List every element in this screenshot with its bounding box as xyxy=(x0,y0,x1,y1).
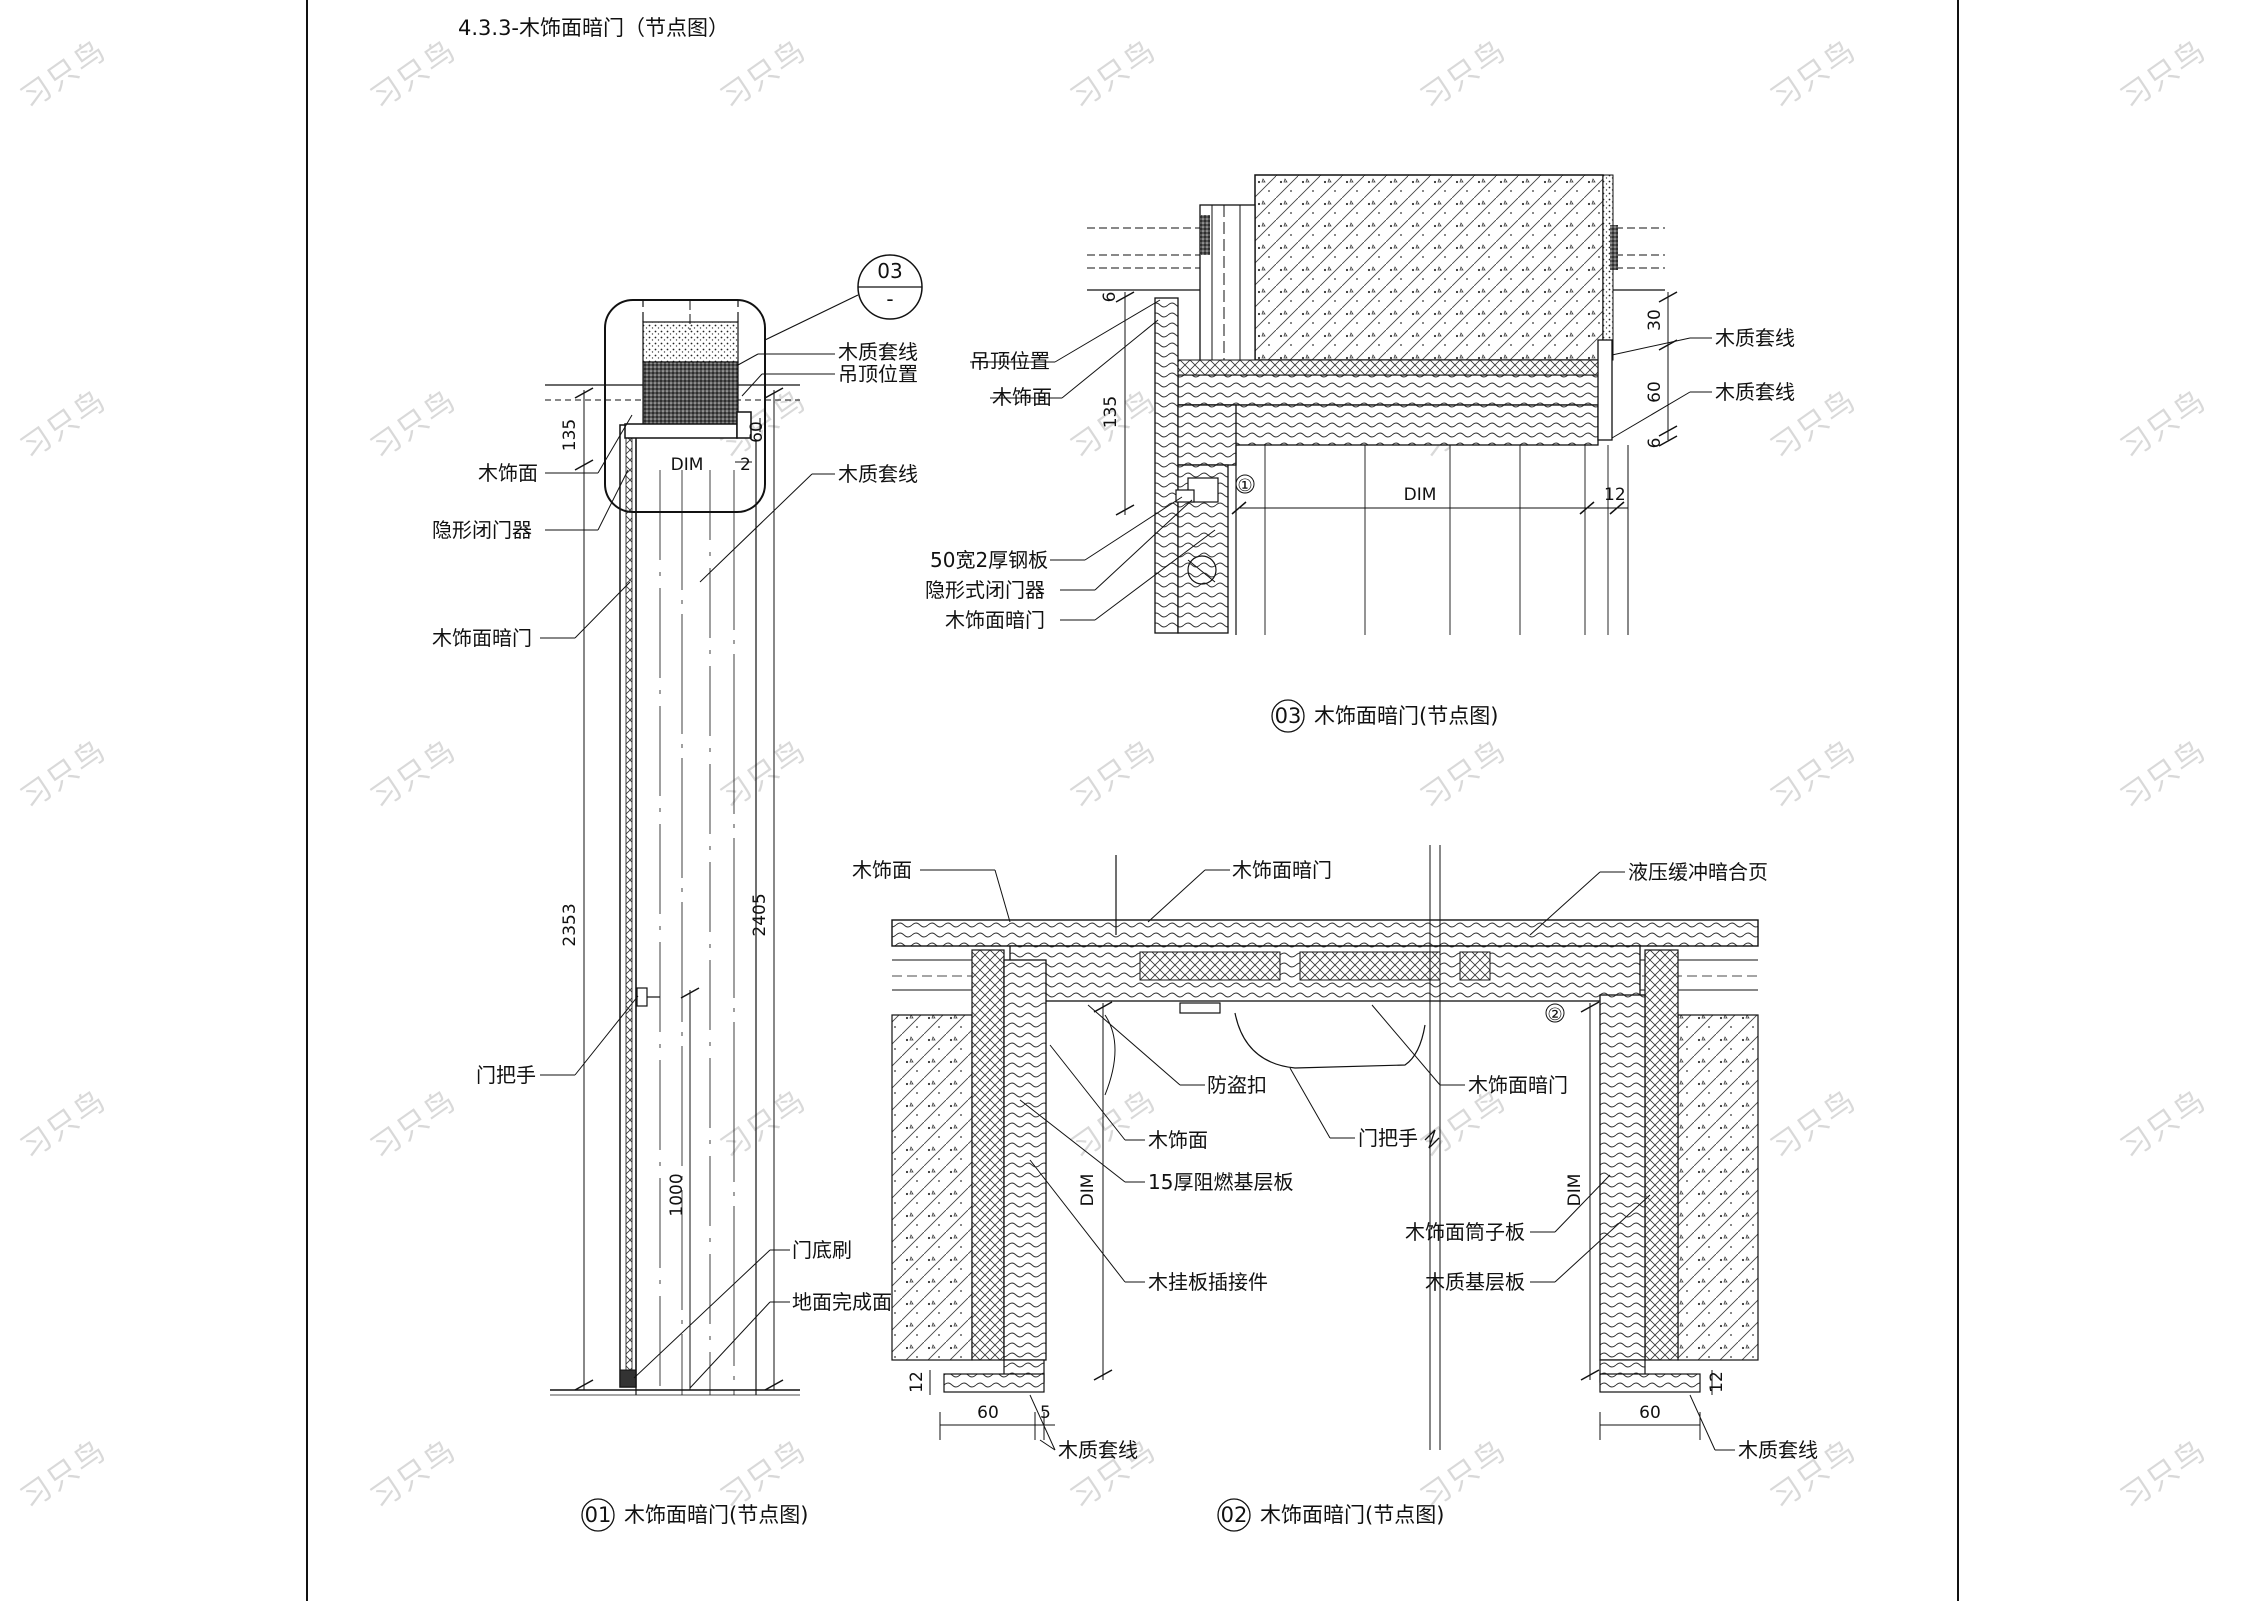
watermark: 习只鸟 xyxy=(2115,383,2214,467)
watermark: 习只鸟 xyxy=(15,33,114,117)
d02-dim-12-left: 12 xyxy=(907,1371,927,1393)
watermark: 习只鸟 xyxy=(715,33,814,117)
page-title: 4.3.3-木饰面暗门（节点图） xyxy=(458,16,730,40)
d02-label-tube-board: 木饰面筒子板 xyxy=(1405,1220,1525,1244)
d03-dim-30: 30 xyxy=(1645,309,1665,331)
d03-dim-6-top: 6 xyxy=(1100,292,1120,303)
detail-03-head-section: ① 吊顶位置 木饰面 50宽2厚钢板 隐形式闭门器 木饰面暗门 木质套线 木质套… xyxy=(925,174,1795,733)
d02-dim-60-left: 60 xyxy=(977,1403,999,1423)
d03-label-trim1: 木质套线 xyxy=(1715,326,1795,350)
d01-dim-2: 2 xyxy=(740,455,751,475)
watermark: 习只鸟 xyxy=(715,733,814,817)
d01-dim-60: 60 xyxy=(747,421,767,443)
d03-caption-text: 木饰面暗门(节点图) xyxy=(1314,704,1498,728)
d02-label-connector: 木挂板插接件 xyxy=(1148,1270,1268,1294)
d02-label-board15: 15厚阻燃基层板 xyxy=(1148,1170,1293,1194)
d01-dim-2405: 2405 xyxy=(750,893,770,936)
d01-dim-DIM: DIM xyxy=(671,455,704,475)
d03-dim-60: 60 xyxy=(1645,381,1665,403)
d01-callout-sub: - xyxy=(886,287,893,311)
d03-caption-number: 03 xyxy=(1275,704,1302,728)
d01-caption-number: 01 xyxy=(585,1503,612,1527)
d03-label-veneer: 木饰面 xyxy=(992,385,1052,409)
left-frame-line xyxy=(306,0,308,1601)
watermark: 习只鸟 xyxy=(365,733,464,817)
d03-label-door: 木饰面暗门 xyxy=(945,608,1045,632)
d03-marker-1: ① xyxy=(1237,476,1252,496)
detail-02-plan-section: ② xyxy=(852,845,1818,1532)
d02-label-door-top: 木饰面暗门 xyxy=(1232,858,1332,882)
d03-label-closer: 隐形式闭门器 xyxy=(925,578,1045,602)
d01-dim-2353: 2353 xyxy=(560,903,580,946)
d02-dim-60-right: 60 xyxy=(1639,1403,1661,1423)
d02-label-handle: 门把手 xyxy=(1358,1126,1418,1150)
watermark: 习只鸟 xyxy=(15,383,114,467)
watermark: 习只鸟 xyxy=(1765,33,1864,117)
watermark: 习只鸟 xyxy=(365,1433,464,1517)
watermark: 习只鸟 xyxy=(15,1083,114,1167)
watermark: 习只鸟 xyxy=(1065,1083,1164,1167)
d01-label-handle: 门把手 xyxy=(476,1063,536,1087)
d01-label-trim-mid: 木质套线 xyxy=(838,462,918,486)
d01-label-floor: 地面完成面 xyxy=(792,1290,892,1314)
d02-label-trim-right: 木质套线 xyxy=(1738,1438,1818,1462)
d03-dim-DIM: DIM xyxy=(1404,485,1437,505)
watermark: 习只鸟 xyxy=(2115,1433,2214,1517)
d03-label-steel: 50宽2厚钢板 xyxy=(930,548,1048,572)
d02-label-antitheft: 防盗扣 xyxy=(1207,1073,1267,1097)
watermark: 习只鸟 xyxy=(1765,733,1864,817)
watermark: 习只鸟 xyxy=(1765,1083,1864,1167)
d01-label-sweep: 门底刷 xyxy=(792,1238,852,1262)
d01-label-veneer: 木饰面 xyxy=(478,461,538,485)
d02-dim-5: 5 xyxy=(1040,1403,1051,1423)
watermark: 习只鸟 xyxy=(365,1083,464,1167)
d01-label-ceiling: 吊顶位置 xyxy=(838,362,918,386)
d02-marker-2: ② xyxy=(1547,1005,1562,1025)
d02-dim-DIM-left: DIM xyxy=(1078,1174,1098,1207)
d01-dim-135: 135 xyxy=(560,419,580,451)
watermark: 习只鸟 xyxy=(365,33,464,117)
d01-label-trim-top: 木质套线 xyxy=(838,340,918,364)
d02-label-hinge: 液压缓冲暗合页 xyxy=(1628,860,1768,884)
d03-dim-135: 135 xyxy=(1101,396,1121,428)
watermark: 习只鸟 xyxy=(2115,1083,2214,1167)
d03-label-ceiling: 吊顶位置 xyxy=(970,349,1050,373)
d02-label-trim-left: 木质套线 xyxy=(1058,1438,1138,1462)
watermark: 习只鸟 xyxy=(2115,733,2214,817)
d02-dim-12-right: 12 xyxy=(1707,1371,1727,1393)
d01-label-door: 木饰面暗门 xyxy=(432,626,532,650)
watermark: 习只鸟 xyxy=(715,1083,814,1167)
watermark: 习只鸟 xyxy=(15,1433,114,1517)
watermark: 习只鸟 xyxy=(1065,33,1164,117)
watermark: 习只鸟 xyxy=(365,383,464,467)
watermark: 习只鸟 xyxy=(1415,733,1514,817)
watermark: 习只鸟 xyxy=(1065,733,1164,817)
watermark: 习只鸟 xyxy=(15,733,114,817)
d01-label-closer: 隐形闭门器 xyxy=(432,518,532,542)
d01-caption-text: 木饰面暗门(节点图) xyxy=(624,1503,808,1527)
d02-label-door-right: 木饰面暗门 xyxy=(1468,1073,1568,1097)
watermark: 习只鸟 xyxy=(2115,33,2214,117)
d03-label-trim2: 木质套线 xyxy=(1715,380,1795,404)
d02-label-veneer: 木饰面 xyxy=(1148,1128,1208,1152)
detail-01-vertical-section: 03 - xyxy=(432,254,923,1532)
d02-label-veneer-top: 木饰面 xyxy=(852,858,912,882)
d02-label-base-board: 木质基层板 xyxy=(1425,1270,1525,1294)
watermark: 习只鸟 xyxy=(1415,33,1514,117)
d01-dim-1000: 1000 xyxy=(667,1173,687,1216)
d02-dim-DIM-right: DIM xyxy=(1565,1174,1585,1207)
d03-dim-12: 12 xyxy=(1604,485,1626,505)
d02-caption-number: 02 xyxy=(1221,1503,1248,1527)
d01-callout-number: 03 xyxy=(877,259,902,283)
d03-dim-6: 6 xyxy=(1645,438,1665,449)
d02-caption-text: 木饰面暗门(节点图) xyxy=(1260,1503,1444,1527)
right-frame-line xyxy=(1957,0,1959,1601)
